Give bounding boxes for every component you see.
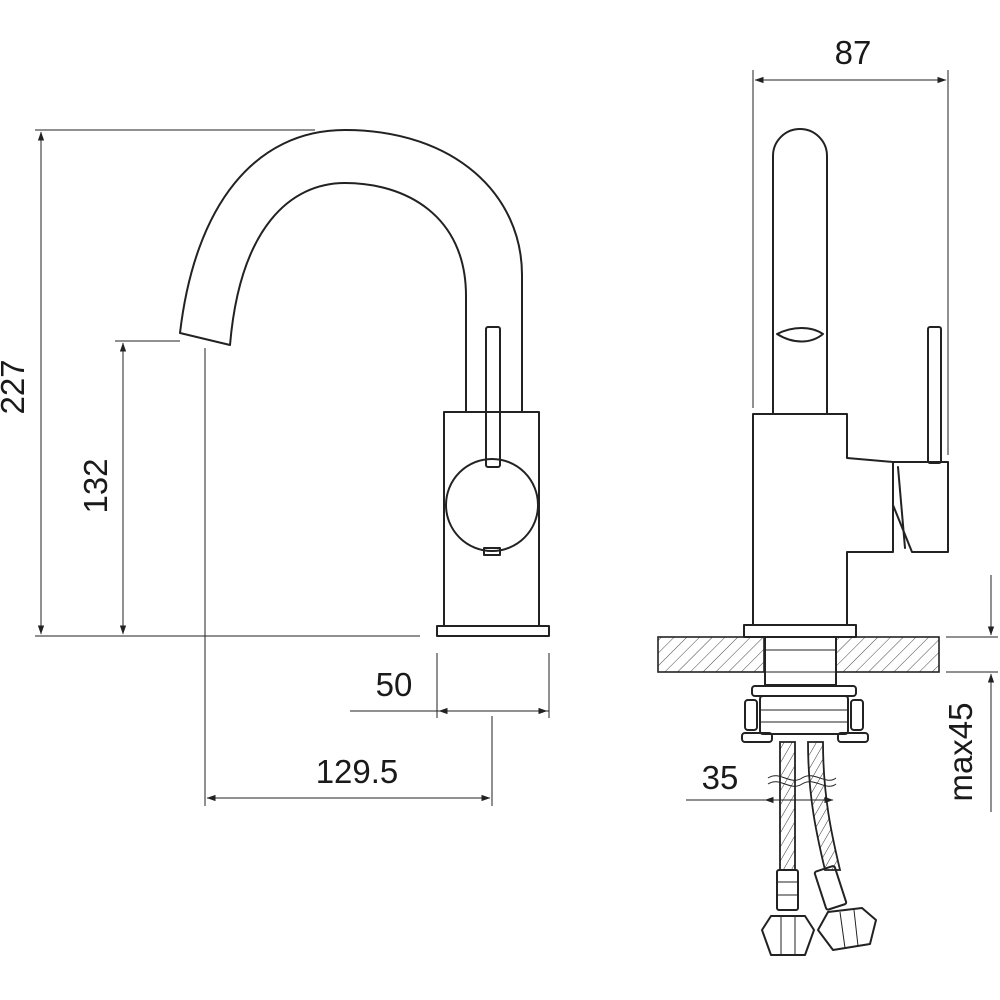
side-handle-block — [892, 461, 949, 553]
side-spout-outlet — [776, 327, 824, 343]
dim-label-hose-spacing: 35 — [702, 759, 739, 796]
front-body — [443, 411, 540, 627]
side-base-plate — [743, 624, 857, 638]
dim-label-spout-reach: 129.5 — [316, 753, 399, 790]
side-view: 87 35 max45 — [657, 34, 998, 956]
hose-right — [807, 741, 842, 871]
hose-nut-left — [761, 915, 815, 956]
side-spout — [772, 128, 828, 415]
hose-nut-right — [817, 907, 877, 951]
shank — [764, 636, 837, 686]
front-view: 227 132 50 129.5 — [0, 129, 550, 806]
front-base-plate — [436, 625, 550, 637]
front-handle-stem — [483, 547, 501, 556]
mounting-nut — [759, 695, 849, 735]
mounting-washer — [751, 685, 857, 697]
countertop-section-left — [657, 636, 765, 673]
dim-label-spout-height: 132 — [77, 458, 114, 513]
dim-label-overall-height: 227 — [0, 359, 31, 414]
side-lever — [927, 326, 942, 464]
dim-label-base-width: 50 — [376, 666, 413, 703]
side-body — [752, 413, 894, 626]
front-handle-disc — [445, 458, 539, 552]
hose-left — [779, 741, 796, 871]
dim-label-counter-thickness: max45 — [942, 702, 979, 801]
countertop-section-right — [835, 636, 940, 673]
front-lever — [485, 326, 501, 468]
dim-label-side-width: 87 — [835, 34, 872, 71]
front-spout — [179, 129, 523, 413]
